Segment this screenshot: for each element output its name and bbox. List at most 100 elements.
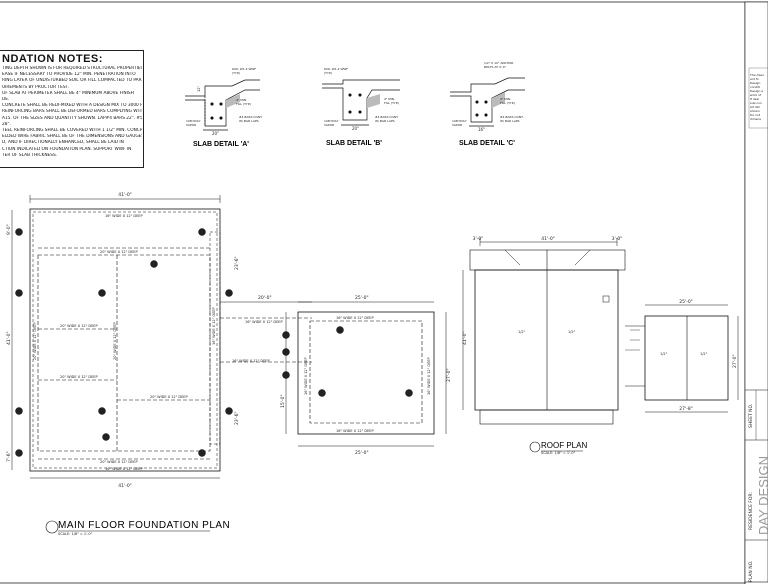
svg-text:shown: shown <box>750 109 760 113</box>
beam-label: 16" WIDE X 12" DEEP <box>212 307 216 345</box>
svg-text:Design a: Design a <box>750 89 763 93</box>
svg-text:4" MIN.: 4" MIN. <box>384 97 395 101</box>
detail-a-label: SLAB DETAIL 'A' <box>193 141 249 148</box>
marker-c: C <box>200 451 203 457</box>
main-dim-left-top: 9'-0" <box>6 224 12 235</box>
slab-detail-a: 20" 6X6, W1.4 WWF(TYP.) 4" MIN.FILL (TYP… <box>185 67 263 136</box>
svg-text:10M POLY: 10M POLY <box>324 119 339 123</box>
svg-text:4" MIN.: 4" MIN. <box>236 98 247 102</box>
svg-text:ard fo: ard fo <box>750 77 759 81</box>
roof-slope: 1/2" <box>568 330 576 334</box>
svg-text:12": 12" <box>197 86 201 92</box>
svg-text:#4 BARS CONT.: #4 BARS CONT. <box>239 115 263 119</box>
beam-label: 20" WIDE X 12" DEEP <box>150 395 188 399</box>
plan-no-label: PLAN NO. <box>748 561 754 582</box>
sheet-no-label: SHEET NO. <box>748 404 754 428</box>
beam-label: 16" WIDE X 12" DEEP <box>245 320 283 324</box>
main-plan-scale: SCALE: 1/8" = 1'-0" <box>58 532 93 536</box>
garage-left-dim: 15'-0" <box>280 394 286 408</box>
main-dim-top: 41'-0" <box>118 192 132 198</box>
roof-slope: 1/2" <box>660 352 668 356</box>
foundation-notes-panel: NDATION NOTES: TING DEPTH SHOWN IS FOR R… <box>0 50 144 168</box>
foundation-notes-title: NDATION NOTES: <box>2 53 103 65</box>
svg-text:10M POLY: 10M POLY <box>186 119 201 123</box>
detail-b-width: 20" <box>352 126 359 131</box>
garage-roof-side: 27'-0" <box>732 354 738 368</box>
beam-label: 16" WIDE X 12" DEEP <box>427 357 431 395</box>
marker-c: C <box>407 391 410 397</box>
foundation-notes-list: TING DEPTH SHOWN IS FOR REQUIRED STRUCTU… <box>2 66 142 159</box>
svg-text:Do not: Do not <box>750 113 761 117</box>
beam-label: 16" WIDE X 12" DEEP <box>336 316 374 320</box>
marker-c: C <box>17 451 20 457</box>
svg-text:#4 BARS CONT.: #4 BARS CONT. <box>500 115 524 119</box>
note-line: TEEL REINFORCING SHALL BE COVERED WITH 1… <box>2 128 142 134</box>
marker-c: C <box>17 230 20 236</box>
beam-label: 20" WIDE X 12" DEEP <box>33 322 37 360</box>
svg-text:6X6, W1.4 WWF: 6X6, W1.4 WWF <box>232 67 256 71</box>
note-line: D, AND IF DIRECTIONALLY ENHANCED, SHALL … <box>2 140 124 146</box>
beam-label: 16" WIDE X 12" DEEP <box>232 359 270 363</box>
svg-text:All dim: All dim <box>750 105 760 109</box>
beam-label: 20" WIDE X 12" DEEP <box>113 322 117 360</box>
main-foundation-plan <box>11 195 447 479</box>
note-line: UIREMENTS BY PROCTOR TEST. <box>2 84 70 90</box>
roof-plan-title: ROOF PLAN <box>541 441 587 450</box>
svg-text:work of: work of <box>750 93 762 97</box>
detail-b-label: SLAB DETAIL 'B' <box>326 140 382 147</box>
svg-text:VAPOR: VAPOR <box>324 123 334 127</box>
note-line: A15. OF THE SIZES AND QUANTITY SHOWN. LA… <box>2 115 142 121</box>
roof-dim-right-small: 3'-0" <box>612 236 623 242</box>
beam-label: 16" WIDE X 12" DEEP <box>304 357 308 395</box>
note-line: TER OF SLAB THICKNESS. <box>2 152 58 158</box>
titleblock-note-box <box>748 67 768 129</box>
beam-label: 20" WIDE X 12" DEEP <box>100 460 138 464</box>
svg-text:BOLTS AT 4'-0": BOLTS AT 4'-0" <box>484 65 507 69</box>
svg-text:FILL (TYP.): FILL (TYP.) <box>236 102 251 106</box>
marker-a: A <box>227 291 231 297</box>
svg-text:If desi: If desi <box>750 97 759 101</box>
garage-width-dim: 25'-0" <box>355 295 369 301</box>
roof-slope: 1/2" <box>518 330 526 334</box>
svg-text:FILL (TYP.): FILL (TYP.) <box>500 101 515 105</box>
beam-label: 16" WIDE X 12" DEEP <box>336 429 374 433</box>
svg-text:(TYP.): (TYP.) <box>324 71 332 75</box>
marker-c: C <box>200 230 203 236</box>
svg-text:The dwel: The dwel <box>749 73 764 77</box>
main-dim-right-upper: 23'-6" <box>234 256 240 270</box>
marker-c: C <box>284 373 287 379</box>
roof-dim-top: 41'-0" <box>541 236 555 242</box>
marker-b: B <box>100 291 103 297</box>
main-plan-dimensions: 41'-0" 41'-0" 41'-0" 9'-0" 7'-6" 23'-6" … <box>6 192 452 489</box>
svg-text:sub-con: sub-con <box>750 101 762 105</box>
marker-a: A <box>17 291 21 297</box>
svg-text:6X6, W1.4 WWF: 6X6, W1.4 WWF <box>324 67 348 71</box>
beam-label: 20" WIDE X 12" DEEP <box>60 375 98 379</box>
garage-right-dim: 27'-0" <box>446 368 452 382</box>
main-dim-right-lower: 23'-6" <box>234 411 240 425</box>
svg-text:Design: Design <box>750 81 760 85</box>
main-plan-title-block: MAIN FLOOR FOUNDATION PLAN SCALE: 1/8" =… <box>45 520 230 536</box>
roof-slope: 1/2" <box>700 352 708 356</box>
firm-name: DAY DESIGN <box>756 456 768 535</box>
svg-text:1/2" X 10" ANCHOR: 1/2" X 10" ANCHOR <box>484 61 513 65</box>
svg-text:VAPOR: VAPOR <box>186 123 196 127</box>
svg-text:W/ BAR LAPS: W/ BAR LAPS <box>239 119 259 123</box>
beam-label: 20" WIDE X 12" DEEP <box>60 324 98 328</box>
svg-text:VAPOR: VAPOR <box>452 123 462 127</box>
note-line: TING DEPTH SHOWN IS FOR REQUIRED STRUCTU… <box>2 66 142 71</box>
svg-text:W/ BAR LAPS: W/ BAR LAPS <box>375 119 395 123</box>
note-line: DE. <box>2 97 10 103</box>
roof-plan-title-block: ROOF PLAN SCALE: 1/8" = 1'-0" <box>529 441 587 455</box>
svg-text:4" MIN.: 4" MIN. <box>500 97 511 101</box>
marker-b: B <box>338 328 341 334</box>
svg-text:10M POLY: 10M POLY <box>452 119 467 123</box>
main-dim-left: 41'-0" <box>6 331 12 345</box>
marker-b: B <box>100 409 103 415</box>
detail-c-label: SLAB DETAIL 'C' <box>459 140 515 147</box>
garage-gap-dim: 20'-0" <box>258 295 272 301</box>
garage-roof-bottom: 27'-8" <box>679 406 693 412</box>
garage-bottom-dim: 25'-0" <box>355 450 369 456</box>
